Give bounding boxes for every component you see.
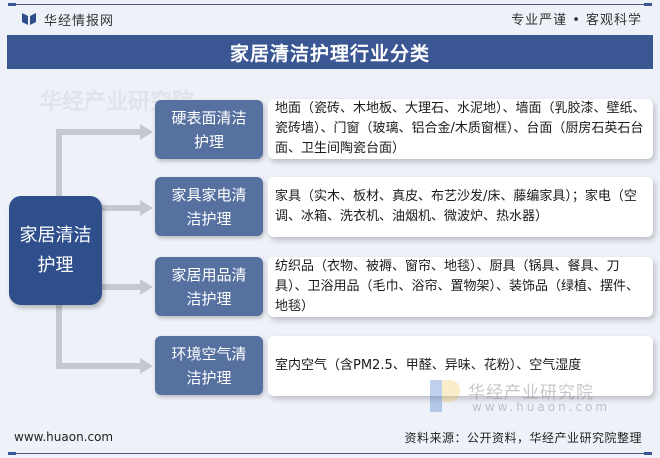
slogan: 专业严谨 • 客观科学 <box>511 13 642 28</box>
description-hard-surface: 地面（瓷砖、木地板、大理石、水泥地）、墙面（乳胶漆、壁纸、瓷砖墙）、门窗（玻璃、… <box>268 99 653 159</box>
description-text: 纺织品（衣物、被褥、窗帘、地毯）、厨具（锅具、餐具、刀具）、卫浴用品（毛巾、浴帘… <box>275 259 640 314</box>
description-text: 地面（瓷砖、木地板、大理石、水泥地）、墙面（乳胶漆、壁纸、瓷砖墙）、门窗（玻璃、… <box>275 101 646 156</box>
description-text: 室内空气（含PM2.5、甲醛、异味、花粉）、空气湿度 <box>275 358 582 373</box>
bottom-divider <box>8 452 652 455</box>
top-divider <box>8 3 652 6</box>
connector-3 <box>102 284 142 290</box>
brand-logo-icon <box>22 13 36 25</box>
watermark-url: www.huaon.com <box>472 400 611 414</box>
arrow-3-icon <box>140 279 153 295</box>
category-hard-surface: 硬表面清洁护理 <box>155 100 263 159</box>
brand-name: 华经情报网 <box>44 13 115 29</box>
arrow-4-icon <box>140 358 153 374</box>
description-text: 家具（实木、板材、真皮、布艺沙发/床、藤编家具）；家电（空调、冰箱、洗衣机、油烟… <box>275 189 637 224</box>
connector-4 <box>56 363 141 369</box>
category-household-goods: 家居用品清洁护理 <box>155 257 263 316</box>
root-node: 家居清洁护理 <box>9 196 102 305</box>
connector-2 <box>102 205 142 211</box>
category-air: 环境空气清洁护理 <box>155 336 263 395</box>
brand: 华经情报网 <box>22 9 114 29</box>
description-furniture-appliance: 家具（实木、板材、真皮、布艺沙发/床、藤编家具）；家电（空调、冰箱、洗衣机、油烟… <box>268 177 653 237</box>
connector-1 <box>56 129 141 135</box>
description-household-goods: 纺织品（衣物、被褥、窗帘、地毯）、厨具（锅具、餐具、刀具）、卫浴用品（毛巾、浴帘… <box>268 257 653 317</box>
footer-url: www.huaon.com <box>14 430 114 444</box>
arrow-1-icon <box>140 124 153 140</box>
footer-source: 资料来源：公开资料，华经产业研究院整理 <box>404 431 642 445</box>
arrow-2-icon <box>140 200 153 216</box>
category-furniture-appliance: 家具家电清洁护理 <box>155 177 263 236</box>
page-title: 家居清洁护理行业分类 <box>7 35 653 69</box>
description-air: 室内空气（含PM2.5、甲醛、异味、花粉）、空气湿度 <box>268 336 653 396</box>
